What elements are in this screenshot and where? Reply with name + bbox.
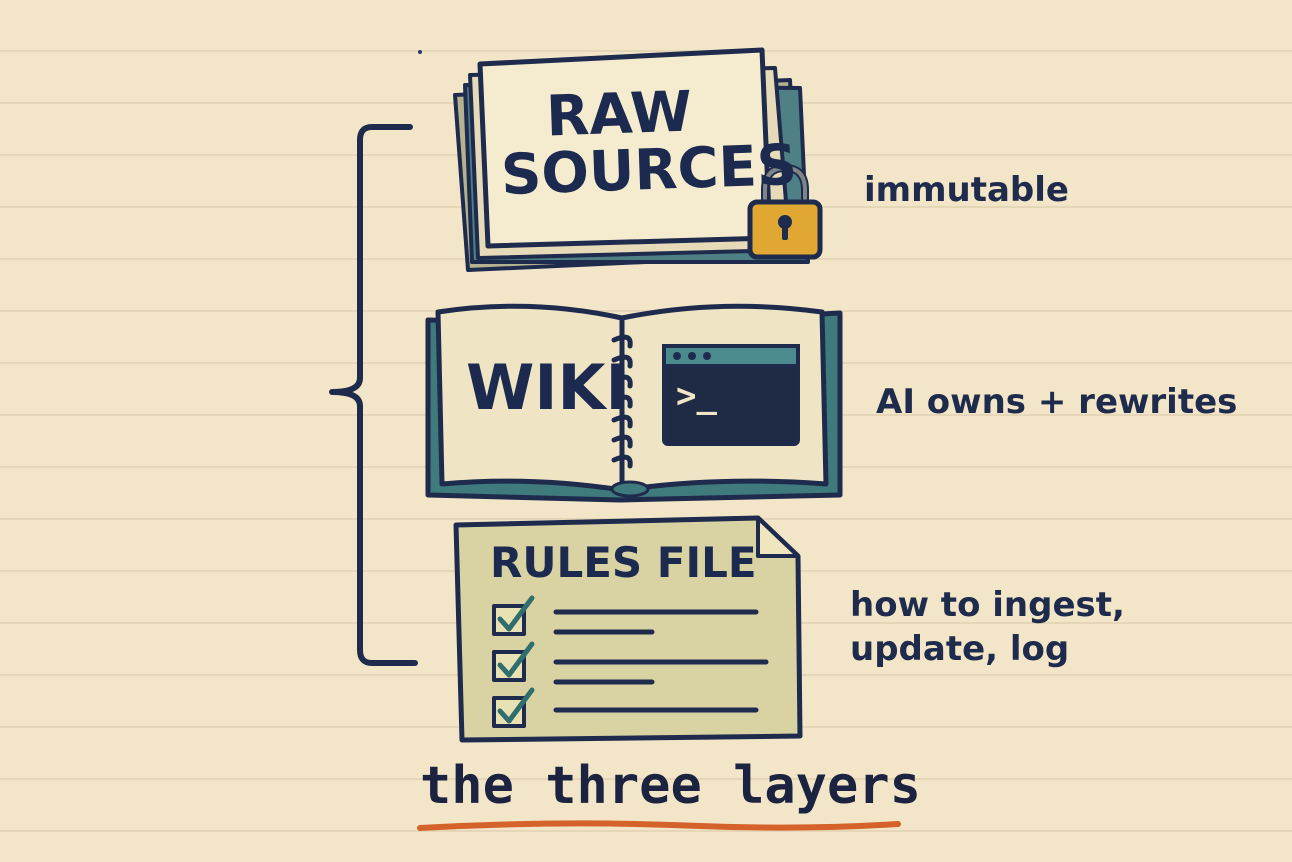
rules-file-note: how to ingest, update, log — [850, 583, 1125, 671]
raw-sources-note: immutable — [864, 170, 1069, 210]
rules-file-note-line2: update, log — [850, 629, 1070, 670]
checklist-icon — [492, 595, 769, 728]
spiral-binding — [611, 334, 633, 469]
grouping-bracket — [329, 124, 418, 666]
raw-sources-title: RAW SOURCES — [498, 79, 799, 209]
padlock-icon — [747, 163, 823, 260]
rules-file-title: RULES FILE — [490, 538, 757, 587]
rules-file-card — [453, 515, 803, 743]
terminal-prompt: >_ — [676, 376, 717, 416]
terminal-icon — [662, 344, 800, 446]
caption: the three layers — [420, 756, 921, 816]
wiki-note: AI owns + rewrites — [876, 382, 1238, 422]
raw-sources-title-line2: SOURCES — [499, 132, 799, 209]
caption-underline — [417, 820, 901, 831]
wiki-title: WIKI — [466, 351, 629, 424]
rules-file-note-line1: how to ingest, — [850, 585, 1125, 625]
